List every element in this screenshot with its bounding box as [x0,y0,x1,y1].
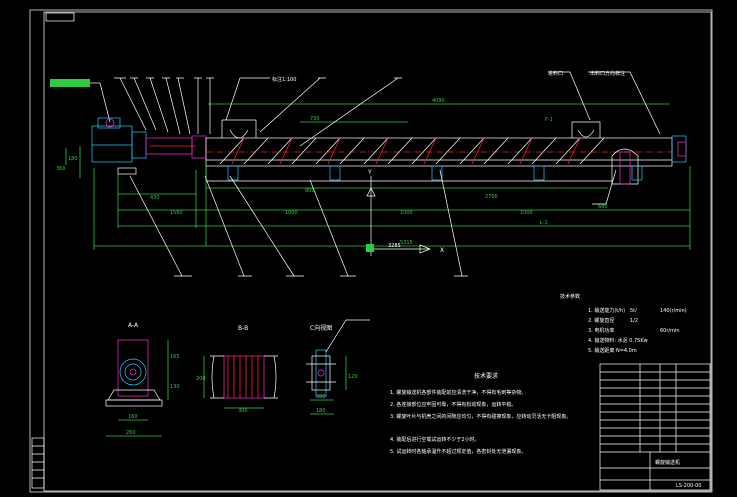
outer-frame [29,9,713,493]
tech-param-row: 4. 输送物料: 水泥 0.75Kw [588,337,648,344]
tech-req-item: 5. 试运转时各轴承温升不超过规定值，各密封处无泄漏现象。 [390,448,526,455]
section-aa: A-A 160 260 165 130 [105,322,180,437]
tech-req-item: 4. 装配后进行空载试运转不少于2小时。 [390,436,480,443]
tech-params: 技术参数 1. 输送能力(t/h) 5t/ 140(r/min) 2. 螺旋直径… [560,293,687,354]
svg-text:Y: Y [367,169,372,176]
aa-title: A-A [128,322,139,329]
svg-text:X: X [440,247,444,254]
bb-dim-h: 200 [196,376,206,382]
cc-title: C向视图 [310,324,332,332]
callout-top-right-b: 出料口方向标注 [590,70,625,77]
dim-bottom-total: 5315 [400,240,413,246]
dim-inner-top: 730 [310,116,320,122]
inlet-hopper [221,119,257,139]
dim-span-1: 1560 [170,210,183,216]
dim-bottom-long: L-1 [540,220,548,226]
motor [91,125,133,163]
leader-lines [114,71,661,277]
title-block-drawing-no: LS-200-00 [676,483,701,489]
tech-req-item: 1. 螺旋输送机各部件装配前应清洗干净，不得有毛刺等杂物。 [390,389,526,396]
dim-span-3: 1000 [400,210,413,216]
tech-param-row: 1. 输送能力(t/h) [588,307,625,314]
bb-title: B-B [238,325,248,332]
tech-param-val: 1/2 [630,318,638,324]
aa-dim-w: 160 [128,414,138,420]
top-left-tag [50,79,90,87]
dim-b-label: 3285 [388,243,401,249]
title-block-name: 螺旋输送机 [655,459,680,466]
cc-dim-w: 280 [316,394,326,400]
dim-span-5: 1000 [520,210,533,216]
dim-left-c: 430 [150,195,160,201]
screw-flights [219,137,605,165]
main-conveyor-view: 4090 730 F-1 430 800 1560 1000 1000 2700… [50,70,691,277]
dim-overall-top: 4090 [432,98,445,104]
outlet [611,148,639,185]
end-bearing [671,135,687,163]
section-cc: C向视图 120 280 180 [306,319,370,415]
tech-requirements: 技术要求 1. 螺旋输送机各部件装配前应清洗干净，不得有毛刺等杂物。 2. 各连… [390,372,571,455]
dim-span-4: 2700 [485,194,498,200]
aa-dim-h: 165 [170,354,180,360]
dim-right-h: 680 [598,204,608,210]
title-box [45,12,75,22]
revision-box [31,437,45,489]
dim-span-2: 1000 [285,210,298,216]
dim-center-label: F-1 [545,117,553,123]
supports [227,165,643,181]
aa-dim-bottom: 260 [126,430,136,436]
dim-left-h: 180 [68,156,78,162]
tech-param-val: 60r/min [660,328,680,334]
tech-param-row: 3. 电机功率 [588,327,614,334]
second-inlet [571,121,601,138]
cc-dim-h: 120 [348,374,358,380]
tech-req-item: 2. 各连接部位应牢固可靠，不得有松动现象，运转平稳。 [390,401,516,408]
tech-param-val: 140(r/min) [660,308,687,314]
tech-param-row: 2. 螺旋直径 [588,317,614,324]
callout-top-right-a: 进料口 [548,70,563,77]
dim-vert-a: 360 [56,166,66,172]
aa-dim-side: 130 [170,384,180,390]
tech-req-item: 3. 螺旋叶片与机壳之间的间隙应均匀，不得有碰擦现象，应转动灵活无卡阻现象。 [390,413,571,420]
tech-params-title: 技术参数 [560,293,580,300]
callout-top-left: 标注1:100 [272,76,296,83]
title-block: 螺旋输送机 LS-200-00 [599,363,711,491]
section-bb: B-B 300 200 [196,325,278,414]
dim-support-mid: 800 [305,188,315,194]
bb-dim-w: 300 [238,408,248,414]
inner-frame [43,11,712,492]
cc-dim-bottom: 180 [316,408,326,414]
tech-param-row: 5. 输送距离 N=4.0m [588,347,637,354]
tech-req-title: 技术要求 [474,372,498,380]
tech-param-val: 5t/ [630,308,637,314]
